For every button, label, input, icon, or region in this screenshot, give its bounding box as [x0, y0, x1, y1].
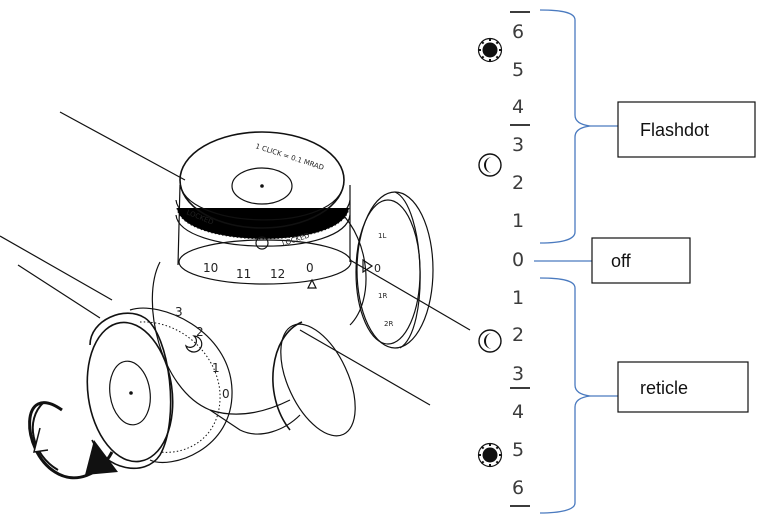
scale-zero: 0	[512, 249, 524, 271]
flashdot-label-box: Flashdot	[617, 101, 756, 158]
scale-lower-1: 1	[512, 287, 524, 309]
turret-num-10: 10	[203, 261, 218, 275]
knob-num-0: 0	[222, 387, 230, 401]
scale-lower-3: 3	[512, 363, 524, 385]
scale-lower-5: 5	[512, 439, 524, 461]
flashdot-label: Flashdot	[640, 120, 709, 140]
knob-num-3: 3	[175, 305, 183, 319]
moon-icon-lower	[478, 329, 502, 353]
elevation-turret: 1 CLICK = 0.1 MRAD LOCKED LOCKED 10 11 1…	[175, 131, 352, 289]
parallax-2r-label: 2R	[384, 320, 393, 328]
parallax-0-label: 0	[374, 262, 381, 275]
turret-num-0: 0	[306, 261, 314, 275]
knob-num-1: 1	[212, 361, 220, 375]
scale-upper-1: 1	[512, 210, 524, 232]
scale-upper-4: 4	[512, 96, 524, 118]
scale-lower-6: 6	[512, 477, 524, 499]
knob-num-2: 2	[196, 325, 204, 339]
scale-upper-2: 2	[512, 172, 524, 194]
scale-upper-3: 3	[512, 134, 524, 156]
illumination-scale: 6 5 4 3 2 1 0 1 2 3 4 5 6	[477, 11, 530, 507]
reticle-label: reticle	[640, 378, 688, 398]
sun-icon-lower	[477, 442, 503, 468]
reticle-bracket	[539, 277, 618, 514]
scale-lower-4: 4	[512, 401, 524, 423]
scope-drawing: 1L 0 1R 2R 1 CLICK = 0.1 MRAD LOCKED LOC…	[0, 111, 471, 480]
off-label: off	[611, 251, 632, 271]
scale-upper-6: 6	[512, 21, 524, 43]
moon-icon	[478, 153, 502, 177]
parallax-1r-label: 1R	[378, 292, 387, 300]
sun-icon	[477, 37, 503, 63]
knob-moon-icon	[184, 335, 203, 353]
off-label-box: off	[591, 237, 691, 284]
rotate-arrow-icon	[28, 401, 118, 480]
illumination-knob: 3 2 1 0	[86, 305, 233, 470]
turret-num-12: 12	[270, 267, 285, 281]
reticle-label-box: reticle	[617, 361, 749, 413]
scale-lower-2: 2	[512, 324, 524, 346]
parallax-dial: 1L 0 1R 2R	[355, 191, 434, 349]
parallax-1l-label: 1L	[378, 232, 386, 240]
turret-num-11: 11	[236, 267, 251, 281]
scale-upper-5: 5	[512, 59, 524, 81]
flashdot-bracket	[539, 9, 618, 244]
